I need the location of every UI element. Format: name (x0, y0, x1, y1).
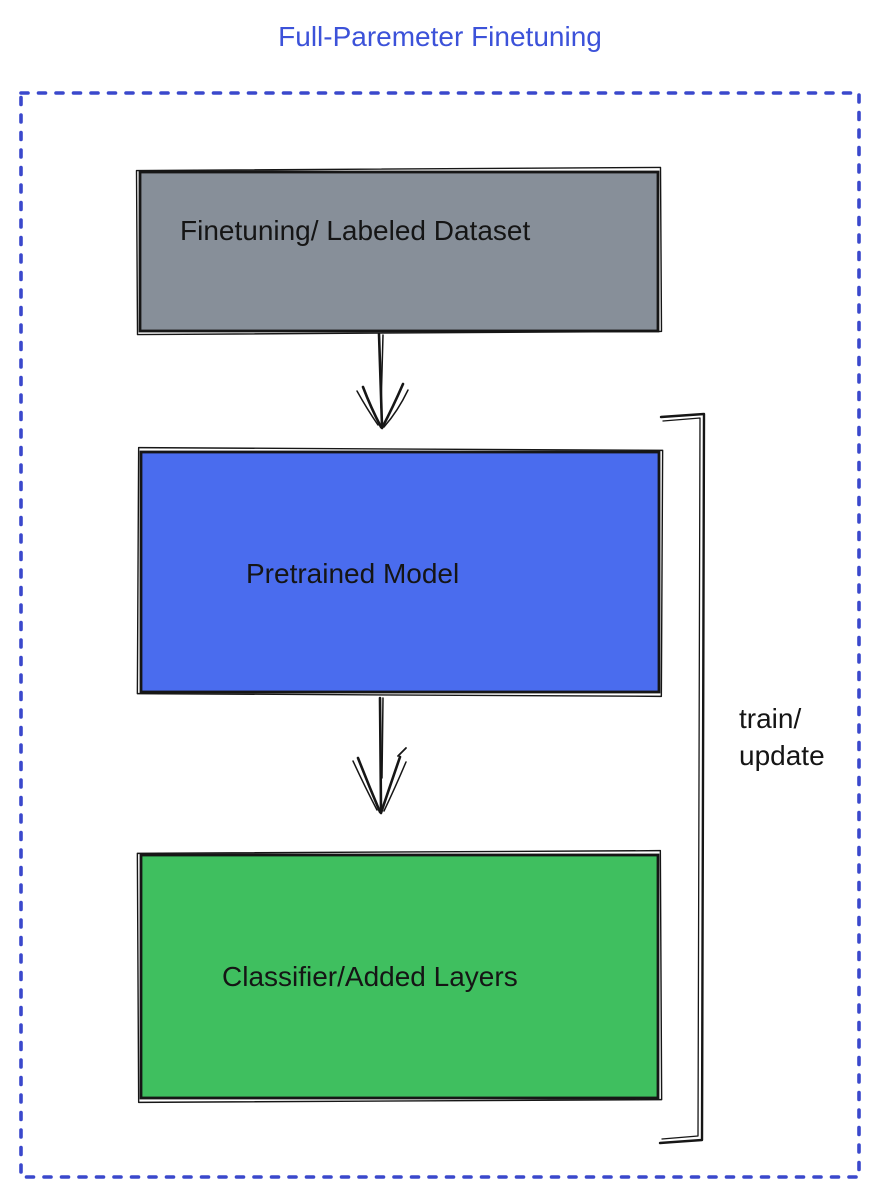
node-classifier-box (136, 849, 663, 1104)
node-classifier-rect (139, 853, 660, 1100)
node-dataset-box (135, 166, 663, 336)
arrow-dataset-to-pretrained (356, 332, 409, 430)
node-pretrained-box (136, 446, 664, 698)
node-dataset-sketch-outline (135, 166, 663, 336)
bracket-label-line1: train/ (739, 703, 802, 734)
dashed-frame (19, 91, 861, 1179)
bracket-label: train/ update (739, 700, 825, 774)
node-pretrained-label: Pretrained Model (246, 558, 460, 589)
node-pretrained-sketch-outline (136, 446, 664, 698)
node-dataset-rect (138, 170, 660, 333)
arrow-pretrained-to-classifier (352, 696, 407, 815)
node-dataset-label: Finetuning/ Labeled Dataset (180, 215, 531, 246)
diagram-title: Full-Paremeter Finetuning (278, 21, 602, 52)
node-pretrained-rect (139, 450, 661, 694)
train-update-bracket (658, 412, 706, 1145)
bracket-label-line2: update (739, 740, 825, 771)
node-classifier-sketch-outline (136, 849, 663, 1104)
node-classifier-label: Classifier/Added Layers (222, 961, 518, 992)
